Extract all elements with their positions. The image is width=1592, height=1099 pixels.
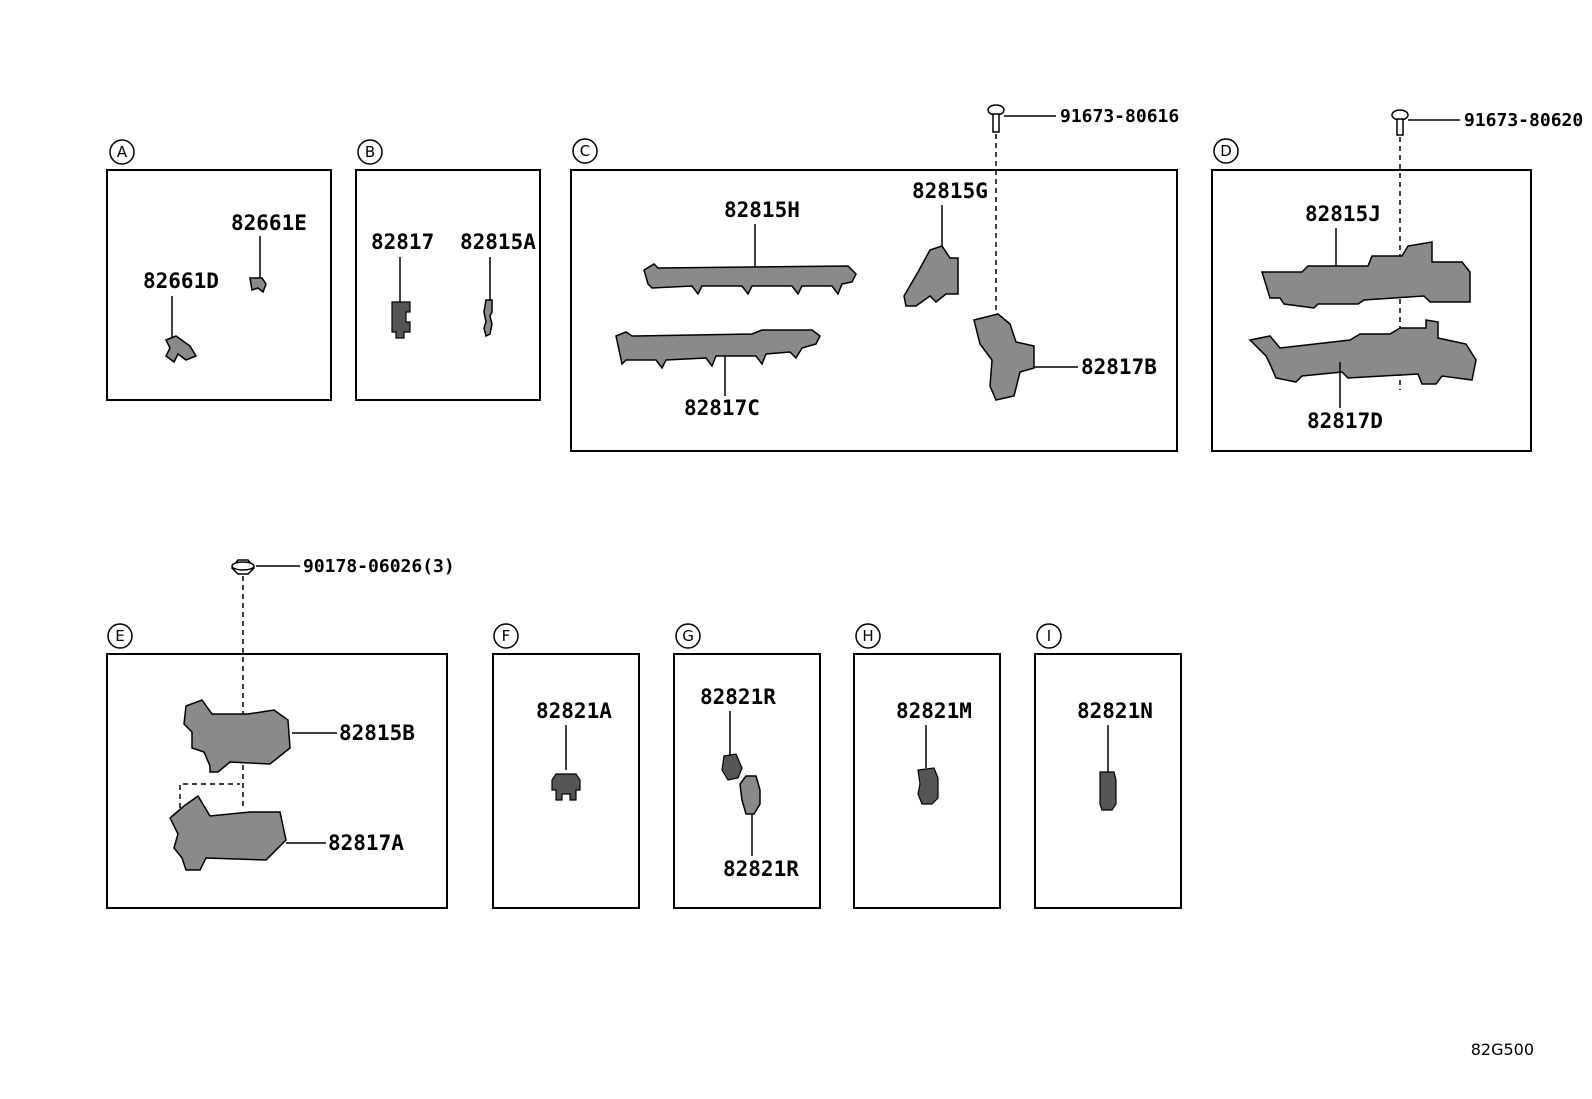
group-h-box (853, 653, 1001, 909)
part-82821m-drawing (917, 767, 939, 805)
part-82815h-drawing (643, 263, 857, 296)
part-label-82661d[interactable]: 82661D (143, 269, 219, 293)
part-label-82821r-bottom[interactable]: 82821R (723, 857, 799, 881)
part-label-82821r-top[interactable]: 82821R (700, 685, 776, 709)
fastener-label-90178-06026[interactable]: 90178-06026(3) (303, 556, 455, 577)
group-c-box (570, 169, 1178, 452)
part-82821a-drawing (551, 773, 581, 801)
group-b-letter: B (365, 143, 375, 161)
part-82815a-drawing (483, 299, 493, 338)
group-a-letter: A (117, 143, 128, 161)
part-82821r-bottom-drawing (739, 775, 761, 815)
part-label-82817b[interactable]: 82817B (1081, 355, 1157, 379)
part-82817d-drawing (1248, 319, 1477, 385)
group-d: D 91673-80620 82815J 82817D (1211, 109, 1583, 452)
part-label-82661e[interactable]: 82661E (231, 211, 307, 235)
part-82815g-drawing (903, 245, 959, 307)
group-d-box (1211, 169, 1532, 452)
group-h-letter: H (862, 627, 873, 645)
part-82821n-drawing (1099, 771, 1117, 811)
group-i-letter: I (1047, 627, 1051, 645)
part-label-82815g[interactable]: 82815G (912, 179, 988, 203)
part-82661d-drawing (164, 335, 198, 364)
group-a-box (106, 169, 332, 401)
part-82817-drawing (391, 301, 411, 339)
group-f: F 82821A (492, 623, 640, 909)
group-e-letter: E (115, 627, 124, 645)
group-g-letter: G (682, 627, 694, 645)
part-82817c-drawing (615, 329, 821, 370)
part-label-82817c[interactable]: 82817C (684, 396, 760, 420)
part-label-82815j[interactable]: 82815J (1305, 202, 1381, 226)
group-e-box (106, 653, 448, 909)
fastener-label-91673-80616[interactable]: 91673-80616 (1060, 106, 1179, 127)
bolt-91673-80620-icon (1391, 109, 1409, 136)
part-82815b-drawing (183, 699, 291, 773)
part-label-82815h[interactable]: 82815H (724, 198, 800, 222)
diagram-code: 82G500 (1470, 1040, 1534, 1059)
part-82815j-drawing (1260, 241, 1471, 309)
part-label-82821a[interactable]: 82821A (536, 699, 612, 723)
part-label-82817[interactable]: 82817 (371, 230, 434, 254)
part-82817b-drawing (973, 313, 1035, 401)
group-a: A 82661E 82661D (106, 139, 332, 401)
group-c-letter: C (580, 142, 590, 160)
part-82817a-drawing (169, 794, 287, 871)
group-b-box (355, 169, 541, 401)
part-82661e-drawing (249, 277, 267, 294)
group-e: E 90178-06026(3) 82815B 82817A (106, 556, 455, 909)
group-d-letter: D (1220, 142, 1232, 160)
part-label-82815b[interactable]: 82815B (339, 721, 415, 745)
group-c: C 91673-80616 82815H 82815G 82817C 82817… (570, 104, 1179, 452)
group-f-box (492, 653, 640, 909)
group-b: B 82817 82815A (355, 139, 541, 401)
part-82821r-top-drawing (721, 753, 743, 781)
fastener-label-91673-80620[interactable]: 91673-80620 (1464, 110, 1583, 131)
group-i: I 82821N (1034, 623, 1182, 909)
bolt-91673-80616-icon (987, 104, 1005, 133)
group-g-box (673, 653, 821, 909)
group-h: H 82821M (853, 623, 1001, 909)
group-i-box (1034, 653, 1182, 909)
nut-90178-06026-icon (231, 559, 255, 575)
group-g: G 82821R 82821R (673, 623, 821, 909)
part-label-82815a[interactable]: 82815A (460, 230, 536, 254)
part-label-82817d[interactable]: 82817D (1307, 409, 1383, 433)
group-f-letter: F (502, 627, 511, 645)
part-label-82821n[interactable]: 82821N (1077, 699, 1153, 723)
part-label-82821m[interactable]: 82821M (896, 699, 972, 723)
part-label-82817a[interactable]: 82817A (328, 831, 404, 855)
